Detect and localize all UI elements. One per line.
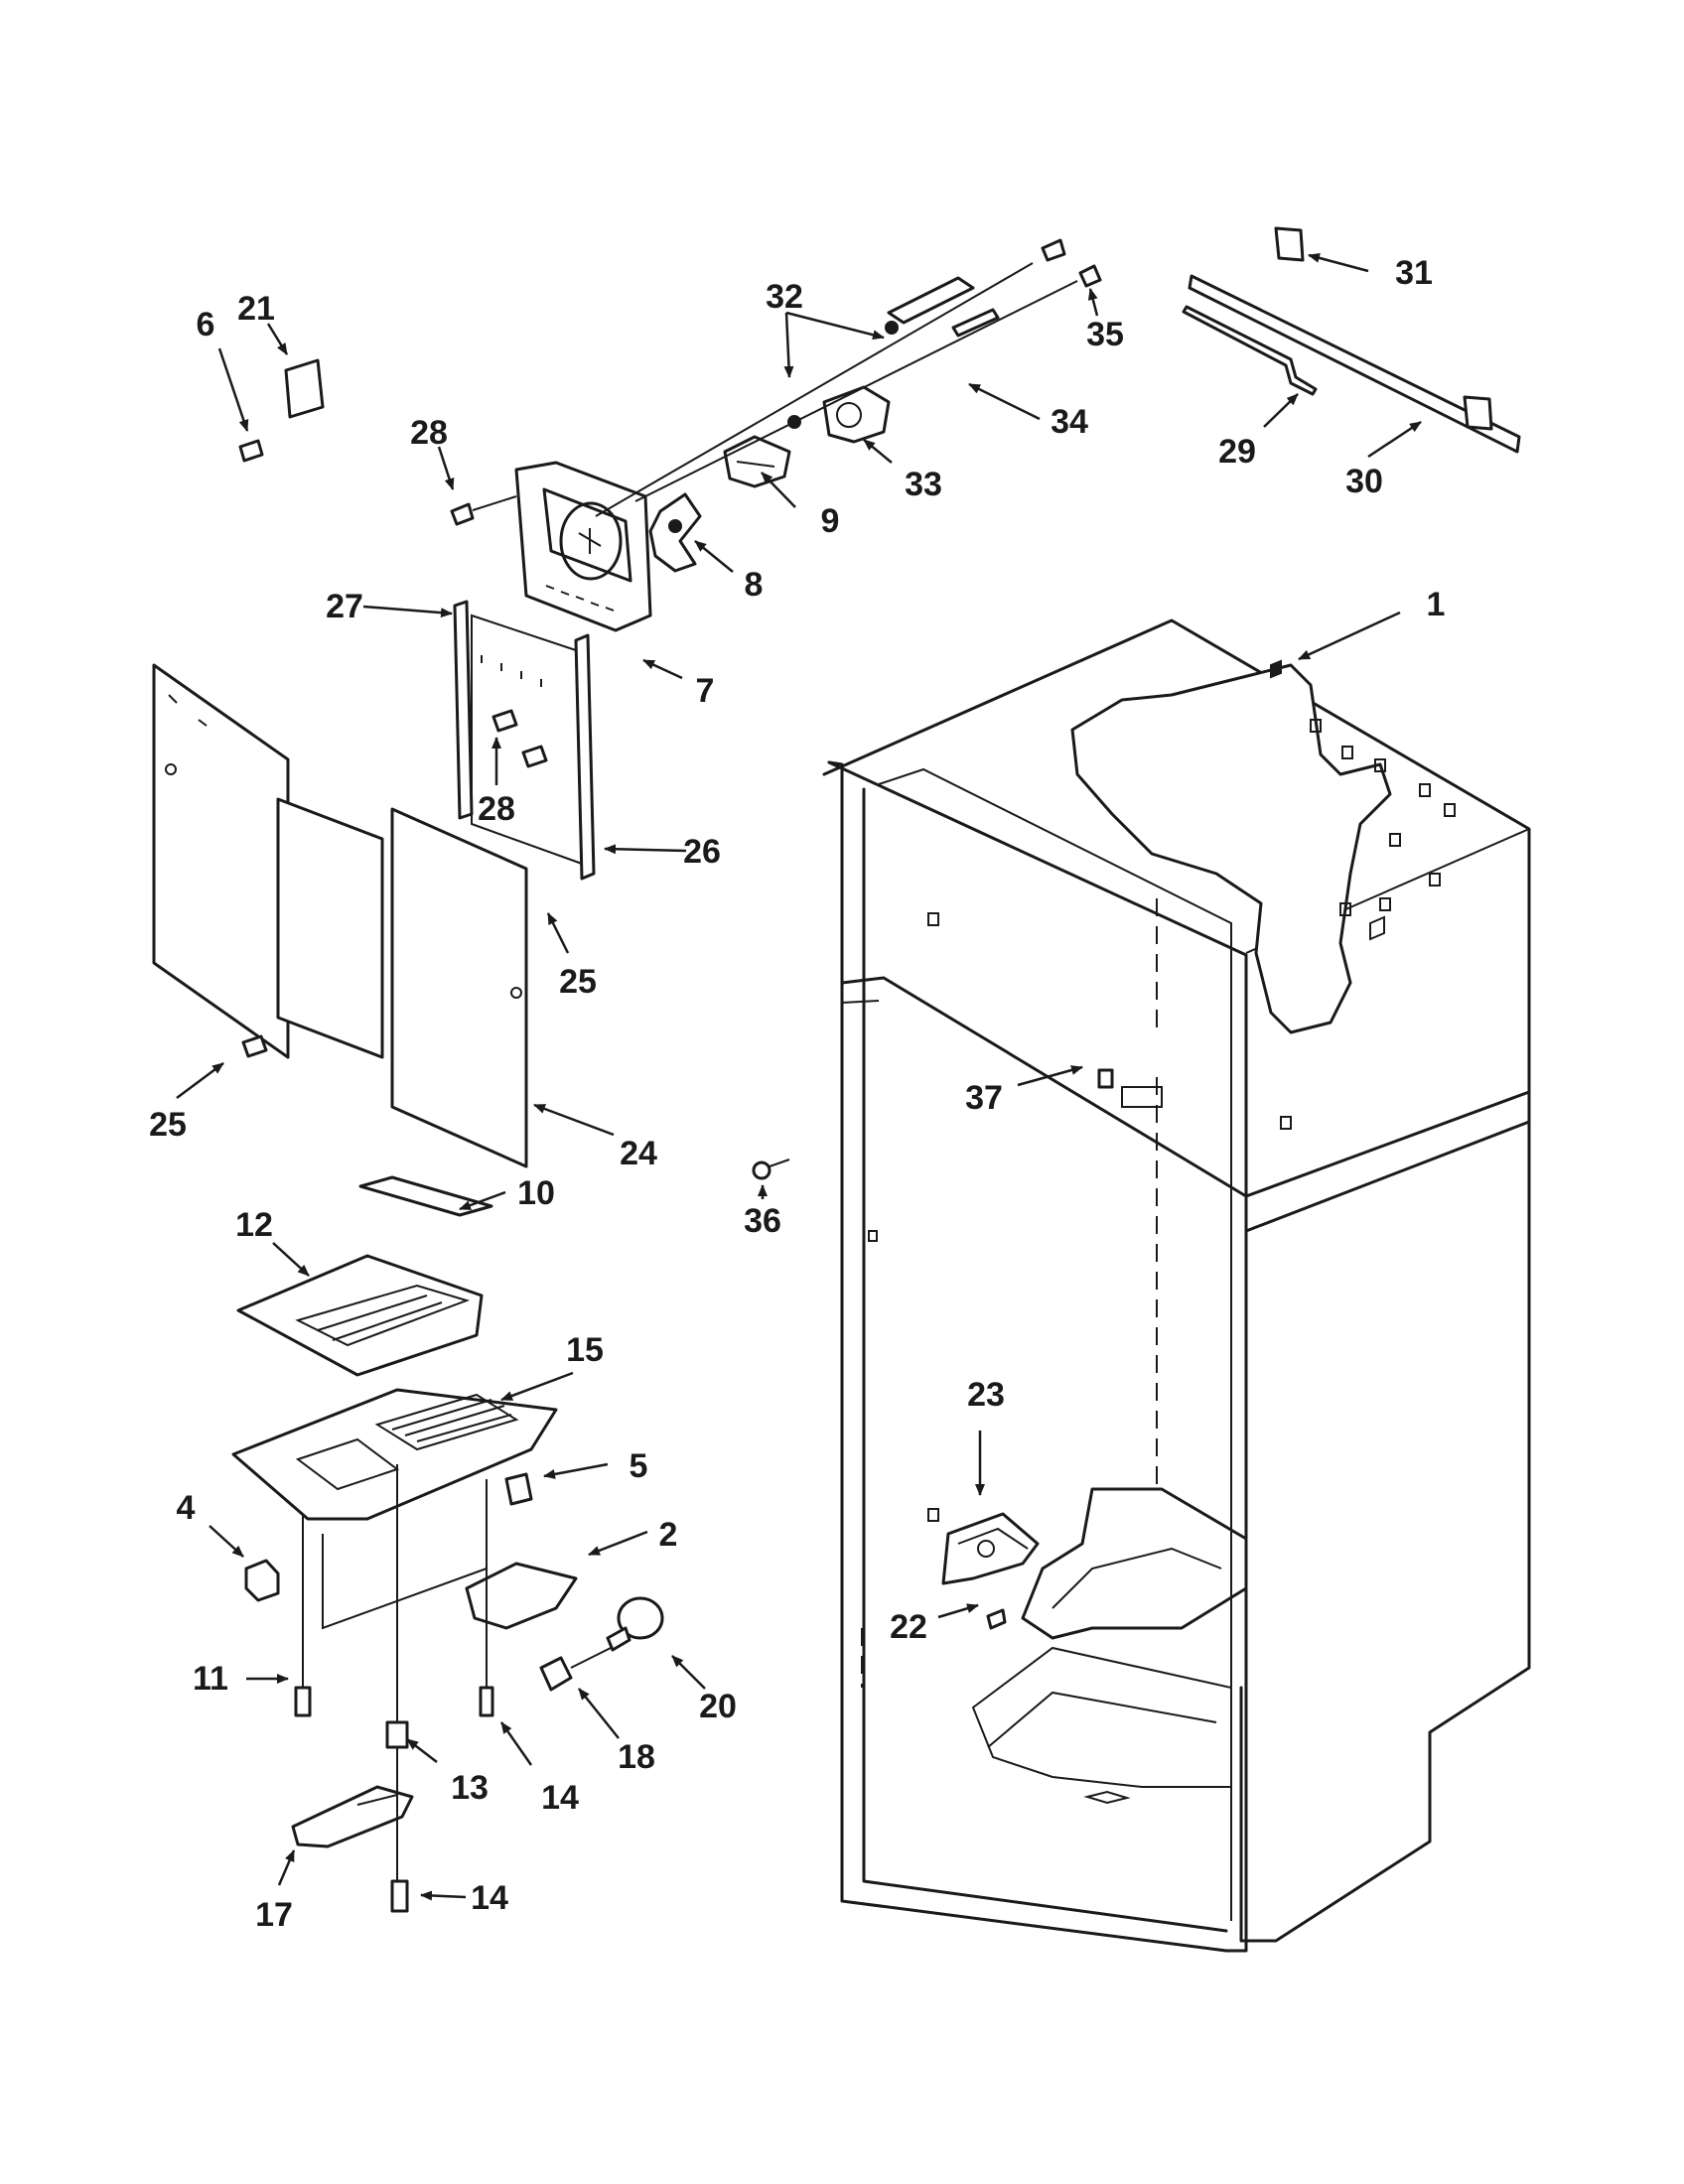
screws-25-28-center [491,709,548,768]
callout-4: 4 [177,1489,196,1527]
callout-23: 23 [967,1376,1005,1414]
cabinet-liner [822,618,1531,1953]
callout-27: 27 [326,588,363,625]
light-cover-17 [291,1785,414,1848]
fan-blade-8 [648,492,702,573]
callout-9: 9 [821,502,840,540]
callout-20: 20 [699,1688,737,1725]
callout-29: 29 [1218,433,1256,471]
rear-panel-middle [276,797,384,1059]
callout-17: 17 [255,1896,293,1934]
callout-12: 12 [235,1206,273,1244]
air-duct-26 [453,600,596,881]
callout-25a: 25 [149,1106,187,1144]
light-bulb-20 [606,1596,664,1652]
callout-13: 13 [451,1769,489,1807]
callout-35: 35 [1086,316,1124,353]
callout-labels: 1 2 4 5 6 7 8 9 10 11 12 13 14 14 15 17 … [149,254,1445,1934]
callout-8: 8 [745,566,764,604]
leader-lines [176,253,1422,1901]
screw-14-lower [390,1879,409,1913]
fan-axis-lines [595,262,1078,517]
screw-6 [238,439,264,463]
top-screw [1041,238,1066,262]
callout-26: 26 [683,833,721,871]
screw-25-lower [241,1034,268,1058]
callout-33: 33 [905,466,942,503]
socket-18 [539,1647,612,1692]
callout-11: 11 [193,1660,228,1698]
callout-14a: 14 [541,1779,579,1817]
light-socket-housing-2 [465,1562,578,1630]
rear-panel-left [152,663,290,1059]
callout-22: 22 [890,1608,927,1646]
thermostat-21 [284,358,325,419]
hinge-bracket-23 [927,1508,1040,1585]
callout-25b: 25 [559,963,597,1001]
insulation-strip-10 [358,1175,493,1217]
screw-11 [294,1686,312,1717]
callout-10: 10 [517,1174,555,1212]
screw-22 [986,1608,1007,1630]
liner-screw-36 [752,1159,790,1180]
callout-15: 15 [566,1331,604,1369]
callout-18: 18 [618,1738,655,1776]
lower-axis-lines [302,1464,488,1881]
callout-28b: 28 [478,790,515,828]
rail-29 [1182,305,1318,396]
callout-37: 37 [965,1079,1003,1117]
callout-30: 30 [1345,463,1383,500]
fan-motor-33 [787,321,899,444]
rear-panel-24 [390,807,528,1168]
callout-1: 1 [1427,586,1446,623]
callout-28a: 28 [410,414,448,452]
callout-32: 32 [766,278,803,316]
callout-14b: 14 [471,1879,508,1917]
callout-7: 7 [696,672,715,710]
clip-13 [385,1720,409,1749]
callout-24: 24 [620,1135,657,1172]
screw-28-top [450,495,517,526]
callout-21: 21 [237,290,275,328]
callout-5: 5 [630,1447,648,1485]
motor-bracket-34 [887,276,1000,338]
screw-14-upper [479,1686,494,1717]
callout-36: 36 [744,1202,781,1240]
callout-6: 6 [197,306,215,343]
motor-bracket-9 [723,435,791,488]
callout-34: 34 [1051,403,1088,441]
screw-35 [1078,264,1102,288]
bumper-37 [1097,1068,1114,1089]
callout-31: 31 [1395,254,1433,292]
socket-block-4 [244,1559,280,1602]
rail-30 [1188,274,1521,454]
callout-2: 2 [659,1516,678,1554]
fan-shroud-7 [514,461,652,632]
clip-5 [504,1472,533,1506]
control-housing-12 [236,1254,484,1377]
clips-31 [1274,226,1493,431]
air-diffuser-15 [231,1388,558,1521]
